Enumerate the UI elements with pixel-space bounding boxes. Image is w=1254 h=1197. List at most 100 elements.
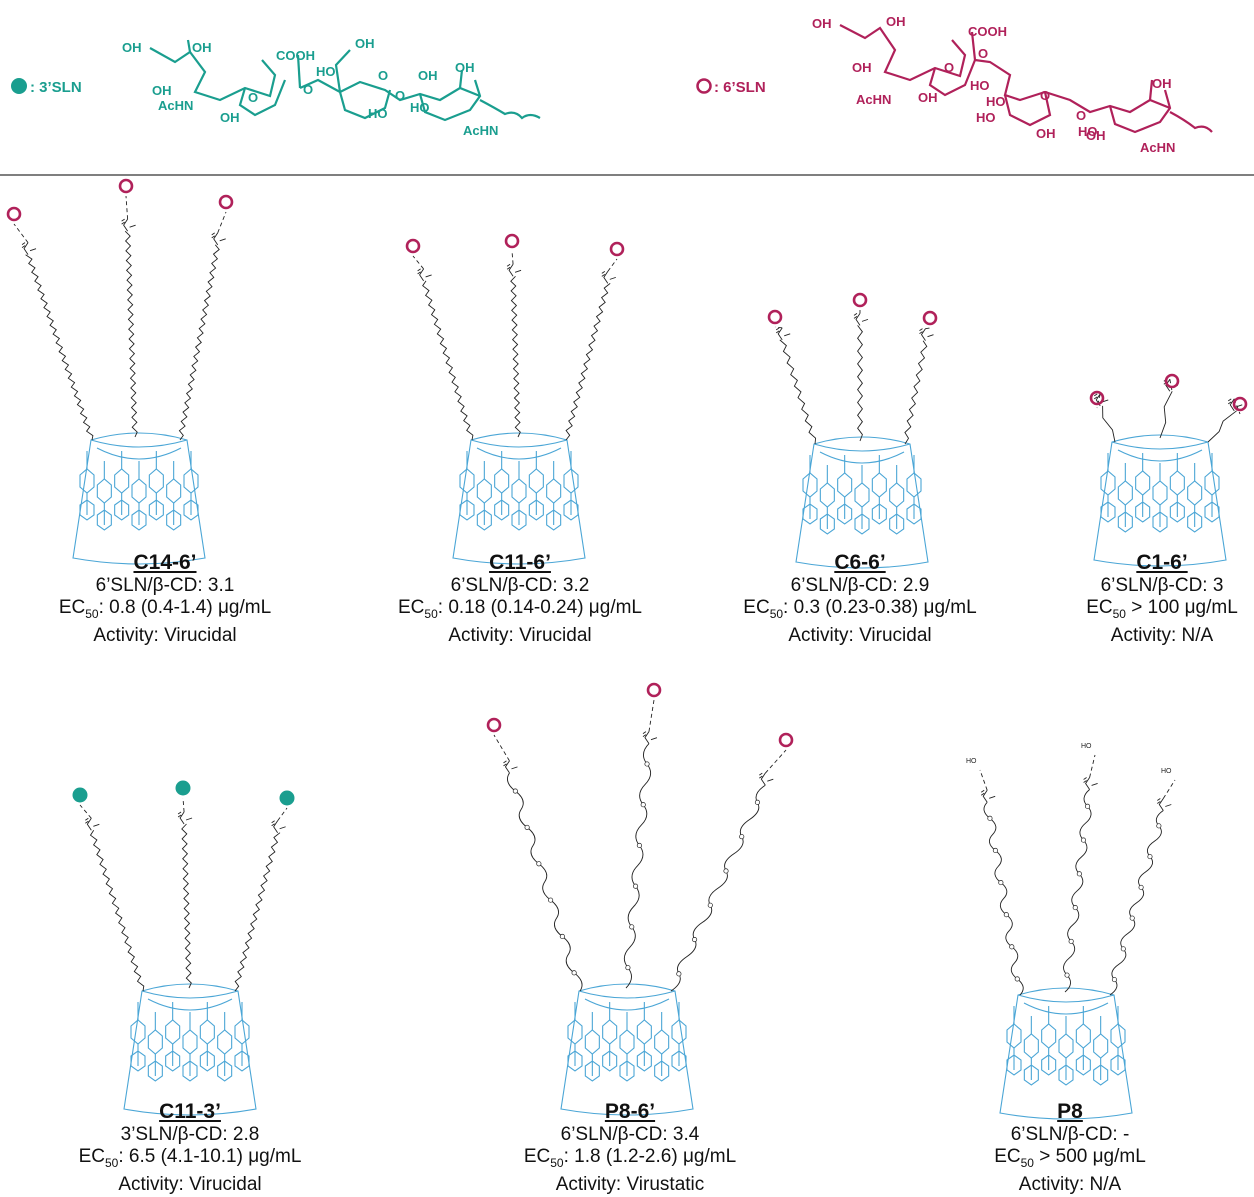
peg-oxygen — [1156, 823, 1162, 829]
cd-inner-rim — [476, 447, 562, 460]
sln6-lbl: OH — [1152, 76, 1172, 91]
ratio-text: 6’SLN/β-CD: 3.2 — [450, 575, 590, 596]
cd-rim — [578, 990, 676, 999]
sln3-lbl: O — [248, 90, 258, 105]
glucose-unit — [147, 1054, 163, 1082]
glucose-unit — [619, 1054, 635, 1082]
glucose-unit — [528, 468, 544, 494]
glucose-unit — [1058, 1058, 1074, 1086]
compound-name: C6-6’ — [834, 551, 886, 574]
amide-linker — [503, 760, 518, 774]
peg-chain — [983, 801, 1024, 996]
peg-chain — [1063, 789, 1092, 993]
sln3-lbl: AcHN — [158, 98, 193, 113]
glucose-unit — [1117, 480, 1133, 506]
carboxyl-end: HO — [966, 758, 977, 765]
sln6-marker — [218, 194, 234, 210]
peg-oxygen — [1085, 803, 1091, 809]
spacer-link — [607, 258, 618, 272]
cd-rim — [813, 443, 911, 452]
legend-3sln: : 3’SLN OH OH COOH OH HO O OH OH AcHN O … — [11, 36, 541, 138]
peg-oxygen — [640, 802, 646, 808]
amide-linker — [775, 327, 791, 341]
alkyl-chain — [1102, 405, 1116, 443]
glucose-unit — [636, 1019, 652, 1045]
amide-linker — [919, 328, 934, 341]
glucose-unit — [636, 1044, 652, 1072]
sln6-marker — [646, 682, 662, 698]
compound-name: P8-6’ — [604, 1100, 656, 1123]
glucose-unit — [511, 478, 527, 504]
glucose-unit — [906, 472, 922, 498]
cd-rim — [1111, 441, 1209, 450]
alkyl-chain — [779, 339, 817, 445]
glucose-unit — [459, 468, 475, 494]
molecule-p86 — [486, 682, 794, 1116]
peg-oxygen — [644, 761, 650, 767]
cyclodextrin — [795, 436, 929, 569]
cd-outline — [72, 432, 206, 565]
sln3-lbl: HO — [410, 100, 430, 115]
cyclodextrin — [1093, 434, 1227, 567]
spacer-link — [79, 804, 92, 819]
ec50-text: EC50: 0.18 (0.14-0.24) μg/mL — [398, 597, 642, 621]
glucose-unit — [1006, 1023, 1022, 1049]
glucose-unit — [131, 478, 147, 504]
sln3-lbl: OH — [122, 40, 142, 55]
amide-linker — [1227, 398, 1243, 412]
glucose-unit — [476, 503, 492, 531]
alkyl-chain — [124, 230, 138, 438]
sln3-structure — [149, 39, 541, 122]
molecule-c1 — [1089, 373, 1248, 567]
glucose-unit — [1041, 1048, 1057, 1076]
peg-oxygen — [707, 902, 713, 908]
peg-oxygen — [536, 861, 542, 867]
amide-linker — [1093, 393, 1109, 407]
glucose-unit — [671, 1044, 687, 1072]
amide-linker — [21, 242, 37, 255]
glucose-unit — [1093, 1033, 1109, 1059]
cyclodextrin — [123, 983, 257, 1116]
sln3-lbl: OH — [355, 36, 375, 51]
peg-oxygen — [548, 897, 554, 903]
glucose-unit — [584, 1054, 600, 1082]
activity-text: Activity: Virucidal — [788, 624, 932, 646]
amide-linker — [601, 271, 616, 284]
glucose-unit — [563, 493, 579, 521]
glucose-unit — [494, 468, 510, 494]
amide-linker — [1157, 798, 1172, 811]
carboxyl-end: HO — [1081, 743, 1092, 750]
glucose-unit — [166, 503, 182, 531]
spacer-link — [764, 749, 787, 774]
alkyl-chain — [234, 832, 281, 992]
glucose-unit — [114, 493, 130, 521]
glucose-unit — [584, 1029, 600, 1055]
alkyl-chain — [25, 254, 94, 441]
peg-oxygen — [636, 842, 642, 849]
glucose-unit — [1152, 505, 1168, 533]
sln6-lbl: HO — [986, 94, 1006, 109]
glucose-unit — [889, 507, 905, 535]
peg-oxygen — [1111, 977, 1117, 983]
cyclodextrin — [560, 983, 694, 1116]
alkyl-chain — [857, 325, 863, 442]
activity-text: Activity: Virustatic — [555, 1173, 705, 1195]
ratio-text: 3’SLN/β-CD: 2.8 — [120, 1124, 260, 1145]
glucose-unit — [1075, 1048, 1091, 1076]
glucose-unit — [1135, 495, 1151, 523]
compound-name: C14-6’ — [133, 551, 197, 574]
glucose-unit — [1187, 480, 1203, 506]
sln6-lbl: OH — [886, 14, 906, 29]
amide-linker — [1083, 777, 1098, 790]
sln6-lbl: O — [1040, 88, 1050, 103]
spacer-link — [217, 211, 227, 234]
glucose-unit — [837, 472, 853, 498]
amide-linker — [211, 232, 226, 246]
amide-linker — [642, 731, 658, 744]
molecule-c6 — [767, 292, 938, 569]
peg-oxygen — [992, 847, 998, 854]
glucose-unit — [889, 482, 905, 508]
cd-inner-rim — [584, 998, 670, 1011]
legend-3sln-label: : 3’SLN — [30, 79, 82, 96]
glucose-unit — [1169, 470, 1185, 496]
